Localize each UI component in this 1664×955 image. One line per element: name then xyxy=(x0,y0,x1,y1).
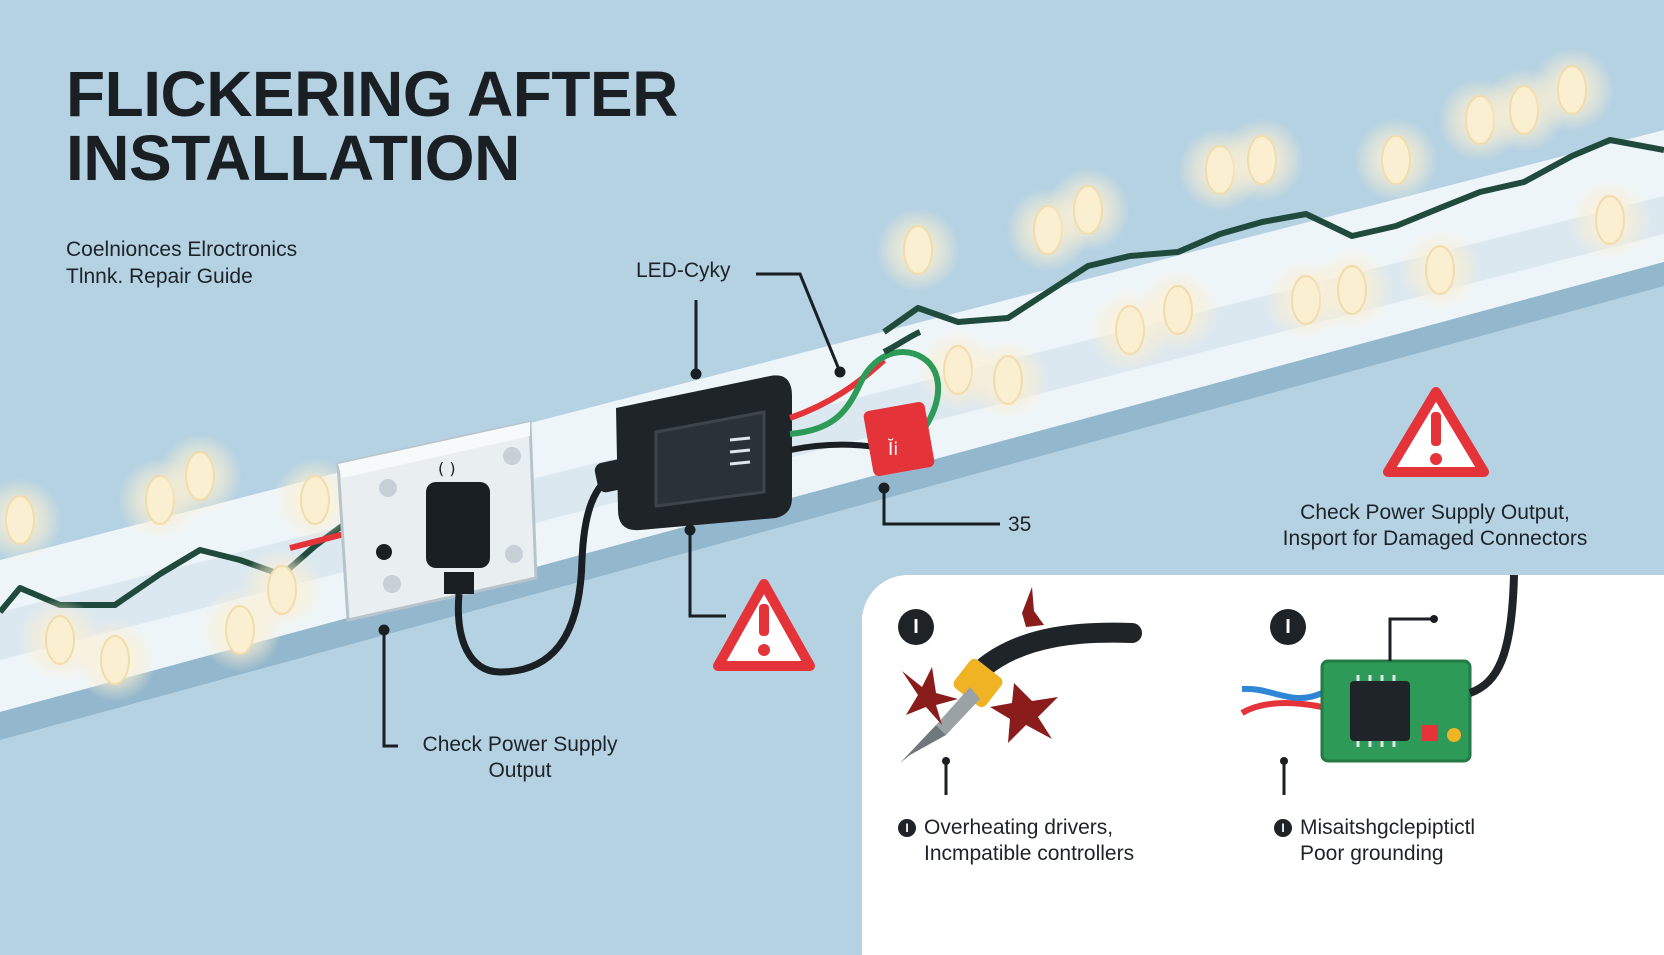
circuit-board-icon xyxy=(1240,575,1518,795)
led-label: LED-Cyky xyxy=(636,259,731,282)
warning-icon xyxy=(713,579,815,671)
check-output-line-1: Check Power Supply Output, xyxy=(1300,501,1570,524)
check-power-label: Check Power Supply Output xyxy=(400,732,640,784)
power-adapter-icon xyxy=(594,375,792,531)
connector-icon: Ĭi xyxy=(863,402,935,476)
bulb-icon xyxy=(1337,265,1367,315)
step-badge-2: I xyxy=(1270,609,1306,645)
subtitle-line-1: Coelnionces Elroctronics xyxy=(66,238,298,261)
check-power-line-2: Output xyxy=(488,759,552,782)
bulb-group xyxy=(0,48,1652,702)
plug-icon xyxy=(426,470,618,676)
cause-1-line-1: Overheating drivers, xyxy=(924,816,1114,839)
page-title: FLICKERING AFTER INSTALLATION xyxy=(66,62,678,190)
bulb-icon xyxy=(100,635,130,685)
title-line-2: INSTALLATION xyxy=(66,122,520,194)
cause-2-line-1: Misaitshgclepiptictl xyxy=(1300,816,1476,839)
panel-illustrations xyxy=(900,575,1518,795)
check-output-label: Check Power Supply Output, Insport for D… xyxy=(1250,500,1620,552)
callout-lines xyxy=(378,272,1000,748)
title-line-1: FLICKERING AFTER xyxy=(66,58,678,130)
subtitle-line-2: Tlnnk. Repair Guide xyxy=(66,265,253,288)
step-badge-1: I xyxy=(898,609,934,645)
bulb-icon xyxy=(1595,195,1625,245)
svg-text:( ): ( ) xyxy=(438,459,456,478)
cause-1-text: I Overheating drivers, Incmpatible contro… xyxy=(898,815,1134,867)
bulb-icon xyxy=(45,615,75,665)
bullet-icon: I xyxy=(1274,819,1292,837)
bulb-icon xyxy=(225,605,255,655)
bullet-icon: I xyxy=(898,819,916,837)
cause-1-line-2: Incmpatible controllers xyxy=(924,842,1135,865)
bulb-icon xyxy=(903,225,933,275)
subtitle: Coelnionces Elroctronics Tlnnk. Repair G… xyxy=(66,236,297,290)
bulb-icon xyxy=(993,355,1023,405)
bulb-icon xyxy=(1247,135,1277,185)
number-label: 35 xyxy=(1008,513,1032,536)
check-power-line-1: Check Power Supply xyxy=(422,733,618,756)
illustration-scene: ( ) Ĭi xyxy=(0,48,1664,748)
bulb-icon xyxy=(1073,185,1103,235)
warning-icon xyxy=(1383,387,1489,477)
bulb-icon xyxy=(1381,135,1411,185)
cause-2-line-2: Poor grounding xyxy=(1300,842,1444,865)
troubleshooting-panel: I I xyxy=(862,575,1664,955)
cause-2-text: I Misaitshgclepiptictl Poor grounding xyxy=(1274,815,1475,867)
bulb-icon xyxy=(185,451,215,501)
bulb-icon xyxy=(267,565,297,615)
bulb-icon xyxy=(300,475,330,525)
bulb-icon xyxy=(5,495,35,545)
check-output-line-2: Insport for Damaged Connectors xyxy=(1282,527,1588,550)
bulb-icon xyxy=(1425,245,1455,295)
svg-text:Ĭi: Ĭi xyxy=(887,438,898,460)
damaged-cable-icon xyxy=(900,587,1142,795)
bulb-icon xyxy=(1557,65,1587,115)
bulb-icon xyxy=(1163,285,1193,335)
